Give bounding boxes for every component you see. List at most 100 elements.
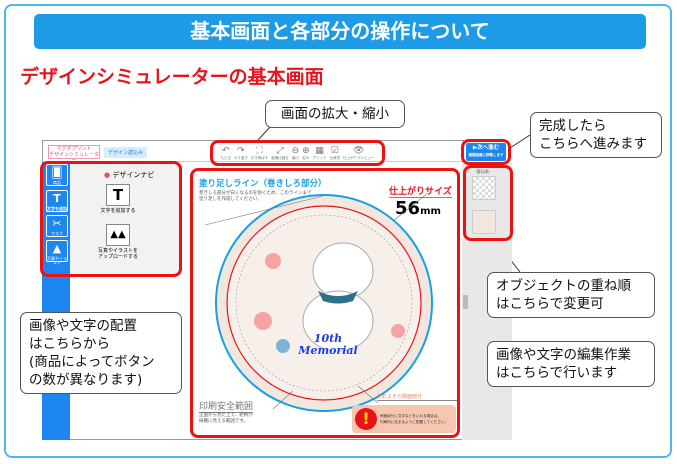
sidebar-label: 写真やイラスト [47, 256, 67, 265]
tool-label: グリッド [312, 156, 327, 160]
design-text-line: 10th [313, 332, 343, 345]
callout-edit: 画像や文字の編集作業はこちらで行います [487, 341, 655, 387]
fit-icon: ⛶ [256, 146, 263, 156]
sidebar-label: 商品 [53, 180, 61, 185]
side-label: おおよその側面部分 [377, 393, 457, 401]
layer-thumb-text[interactable] [472, 176, 496, 200]
tool-label: 引き伸ばす [250, 156, 269, 160]
product-icon: 🂠 [51, 166, 63, 179]
tool-label: 拡大 [302, 156, 310, 160]
next-sublabel: 確認画面に移動します [468, 153, 504, 157]
banner-title: 基本画面と各部分の操作について [34, 14, 646, 49]
tool-zoom-in-button[interactable]: ⊕拡大 [302, 146, 310, 160]
callout-line: の数が異なります) [29, 372, 143, 388]
highlight-next [461, 139, 511, 165]
size-value: 56mm [395, 198, 441, 219]
bleed-title: 塗り足しライン（巻きしろ部分） [199, 179, 327, 189]
tool-grid-button[interactable]: ▦グリッド [313, 146, 327, 160]
product-circle [204, 192, 433, 412]
warning-line: 印刷内に収まるように配置してください。 [380, 420, 449, 424]
upload-image-button[interactable]: ▲▲ [106, 224, 130, 246]
grid-icon: ▦ [315, 146, 324, 156]
callout-line: (商品によってボタン [29, 354, 155, 370]
aspect-icon: ⤢ [276, 146, 284, 156]
scrollbar-handle[interactable] [463, 295, 468, 309]
add-text-label: 文字を追加する [100, 208, 136, 214]
design-navi-panel: ● デザインナビ T 文字を追加する ▲▲ 写真やイラストをアップロードする [70, 162, 180, 276]
size-unit: mm [420, 206, 441, 217]
highlight-placement [40, 161, 182, 277]
tool-zoom-out-button[interactable]: ⊖縮小 [292, 146, 300, 160]
design-load-button[interactable]: デザイン読込み [104, 147, 148, 158]
safe-area-title: 印刷安全範囲 [199, 399, 254, 413]
navi-title-text: デザインナビ [112, 171, 155, 179]
redo-icon: ↷ [237, 146, 245, 156]
tool-label: 仕様書 [329, 156, 341, 160]
zoom-in-icon: ⊕ [302, 146, 310, 156]
upload-label-line: アップロードする [97, 254, 138, 260]
tool-label: 仕上がりプレビュー [343, 156, 375, 160]
next-button[interactable]: ▶次へ進む確認画面に移動します [466, 143, 506, 161]
callout-layers: オブジェクトの重ね順はこちらで変更可 [487, 272, 655, 318]
callout-line: こちらへ進みます [539, 136, 647, 152]
safe-area-desc: 正面から見た上で、絵柄が綺麗に見える範囲です。 [199, 413, 253, 425]
toolbar: ↶もどる↷やり直す⛶引き伸ばす⤢縦横比固定⊖縮小⊕拡大▦グリッド☑仕様書👁仕上が… [210, 140, 385, 166]
tool-aspect-button[interactable]: ⤢縦横比固定 [271, 146, 289, 160]
tool-redo-button[interactable]: ↷やり直す [234, 146, 248, 160]
preview-icon: 👁 [353, 146, 365, 156]
layer-thumb-image[interactable] [472, 210, 496, 234]
mask-icon: ✂ [52, 217, 62, 230]
section-heading: デザインシミュレーターの基本画面 [20, 66, 324, 88]
add-text-button[interactable]: T [106, 184, 130, 206]
undo-icon: ↶ [221, 146, 230, 156]
callout-line: オブジェクトの重ね順 [496, 278, 631, 294]
logo-text: マグダプリント [56, 146, 92, 152]
app-header [42, 140, 464, 162]
desc-line: 綺麗に見える範囲です。 [199, 419, 248, 424]
sidebar-item-mask[interactable]: ✂マスク [46, 215, 68, 237]
tool-fit-button[interactable]: ⛶引き伸ばす [251, 146, 269, 160]
pin-icon: ● [104, 171, 111, 179]
tool-preview-button[interactable]: 👁仕上がりプレビュー [343, 146, 375, 160]
desc-line: 正面から見た上で、絵柄が [199, 413, 253, 418]
text-icon: T [53, 192, 61, 205]
sidebar-item-product[interactable]: 🂠商品 [46, 164, 68, 186]
mountain-icon: ▲▲ [110, 229, 126, 240]
desc-line: 巻きしろ部分が白くなるのを防ぐため、このラインまで [199, 191, 312, 196]
warning-box: ! 側面部分に文字などをいれる場合は、印刷内に収まるように配置してください。 [352, 405, 456, 433]
tool-label: やり直す [233, 156, 248, 160]
callout-zoom: 画面の拡大・縮小 [265, 100, 405, 128]
callout-line: はこちらで変更可 [496, 296, 604, 312]
upload-label: 写真やイラストをアップロードする [83, 248, 153, 260]
callout-placement: 画像や文字の配置はこちらから (商品によってボタンの数が異なります) [20, 312, 182, 394]
warning-line: 側面部分に文字などをいれる場合は、 [380, 414, 442, 418]
upload-label-line: 写真やイラストを [98, 248, 138, 254]
sidebar-item-image[interactable]: ▲写真やイラスト [46, 240, 68, 265]
size-title: 仕上がりサイズ [389, 184, 452, 198]
design-text-line: Memorial [298, 344, 358, 357]
tool-undo-button[interactable]: ↶もどる [220, 146, 230, 160]
check-icon: ☑ [330, 146, 339, 156]
brand-logo[interactable]: マグダプリントデザインシミュレーター [48, 145, 100, 164]
edit-canvas: 塗り足しライン（巻きしろ部分） 巻きしろ部分が白くなるのを防ぐため、このラインま… [190, 168, 460, 438]
tool-label: 縦横比固定 [271, 156, 289, 160]
zoom-out-icon: ⊖ [291, 146, 300, 156]
desc-line: 塗り足しを作成してください。 [199, 197, 262, 202]
callout-line: 画像や文字の配置 [29, 318, 137, 334]
tool-label: 縮小 [291, 156, 299, 160]
callout-line: 完成したら [539, 118, 607, 134]
navi-title: ● デザインナビ [104, 170, 154, 180]
tool-check-button[interactable]: ☑仕様書 [330, 146, 341, 160]
layers-panel [463, 165, 513, 241]
next-label: ▶次へ進む [472, 145, 500, 151]
warning-text: 側面部分に文字などをいれる場合は、印刷内に収まるように配置してください。 [380, 413, 448, 425]
sidebar-label: 文字を追加 [47, 206, 67, 211]
callout-next: 完成したらこちらへ進みます [530, 112, 662, 158]
warning-icon: ! [355, 408, 377, 430]
outer-frame [4, 4, 672, 458]
size-number: 56 [395, 198, 421, 219]
callout-line: はこちらで行います [496, 365, 618, 381]
callout-line: はこちらから [29, 336, 110, 352]
